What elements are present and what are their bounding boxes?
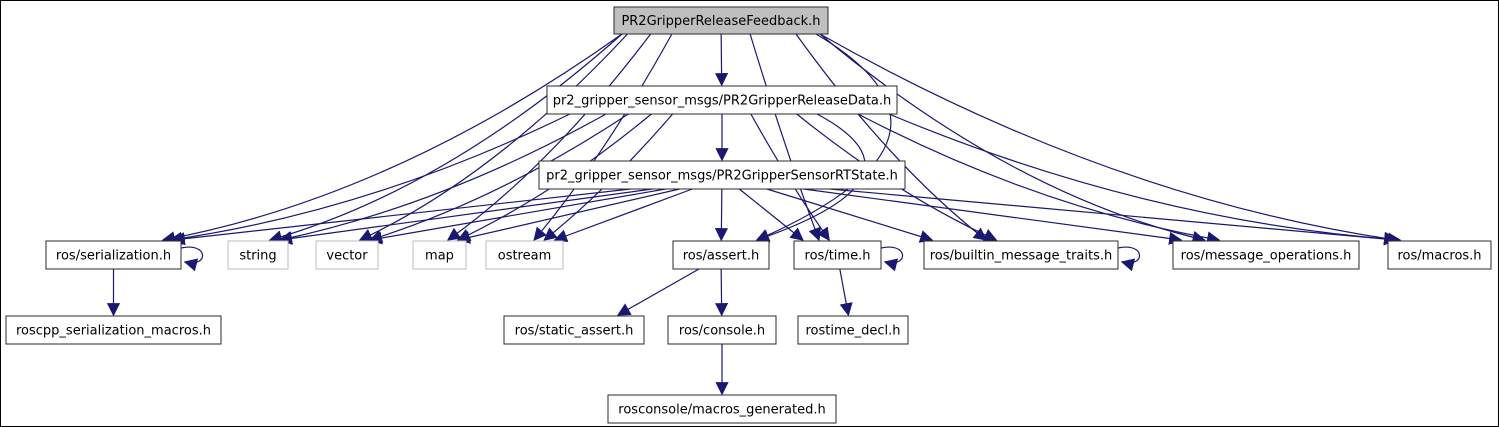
node-label: map [425, 249, 454, 264]
graph-node-vector: vector [315, 240, 379, 270]
node-box[interactable] [607, 394, 837, 424]
node-box[interactable] [667, 315, 777, 345]
node-label: ros/console.h [679, 324, 765, 339]
graph-node-time[interactable]: ros/time.h [793, 240, 882, 270]
node-label: pr2_gripper_sensor_msgs/PR2GripperReleas… [553, 94, 892, 109]
node-label: ros/assert.h [683, 249, 760, 264]
edge-rtstate-vector [368, 188, 666, 245]
edge-assert-staticassert [616, 268, 700, 316]
edge-time-rostimedecl [839, 268, 853, 317]
node-label: PR2GripperReleaseFeedback.h [621, 14, 820, 29]
edge-rtstate-string [278, 188, 653, 245]
edge-assert-console [714, 268, 729, 317]
edge-feedback-macros [819, 33, 1398, 245]
node-label: vector [326, 249, 368, 264]
node-box [412, 240, 467, 270]
graph-node-ostream: ostream [485, 240, 564, 270]
node-box [613, 6, 829, 35]
node-label: string [239, 249, 276, 264]
edge-rtstate-serialization [171, 188, 631, 246]
graph-node-rtstate[interactable]: pr2_gripper_sensor_msgs/PR2GripperSensor… [538, 160, 906, 190]
node-box[interactable] [1172, 240, 1360, 270]
node-label: ostream [498, 249, 552, 264]
edge-rtstate-assert [714, 188, 729, 242]
edge-feedback-builtin [795, 33, 988, 241]
node-label: pr2_gripper_sensor_msgs/PR2GripperSensor… [546, 169, 898, 184]
edge-feedback-time [749, 33, 822, 242]
edge-feedback-assert [755, 33, 892, 242]
node-label: ros/static_assert.h [515, 324, 634, 339]
node-box [227, 240, 289, 270]
graph-node-sermacros[interactable]: roscpp_serialization_macros.h [5, 315, 222, 345]
node-box[interactable] [546, 85, 898, 115]
edge-builtin-builtin-selfloop [1117, 246, 1141, 272]
edge-feedback-ostream [533, 33, 673, 242]
edge-releasedata-string [278, 113, 607, 244]
node-box[interactable] [793, 240, 882, 270]
graph-node-serialization[interactable]: ros/serialization.h [45, 240, 182, 270]
graph-node-releasedata[interactable]: pr2_gripper_sensor_msgs/PR2GripperReleas… [546, 85, 898, 115]
edge-rtstate-macros [829, 188, 1398, 246]
edge-rtstate-time [738, 188, 804, 241]
edge-feedback-map [446, 33, 652, 241]
graph-node-feedback: PR2GripperReleaseFeedback.h [613, 6, 829, 35]
node-label: ros/serialization.h [56, 249, 171, 264]
edge-releasedata-msgops [857, 113, 1221, 245]
edge-releasedata-vector [368, 113, 629, 243]
node-box[interactable] [45, 240, 182, 270]
node-box[interactable] [797, 315, 909, 345]
node-label: ros/builtin_message_traits.h [930, 249, 1113, 264]
edge-time-time-selfloop [880, 246, 904, 272]
edge-rtstate-builtin [766, 188, 934, 243]
graph-node-msgops[interactable]: ros/message_operations.h [1172, 240, 1360, 270]
node-label: ros/macros.h [1397, 249, 1481, 264]
graph-node-string: string [227, 240, 289, 270]
node-box[interactable] [538, 160, 906, 190]
graph-node-assert[interactable]: ros/assert.h [672, 240, 770, 270]
graph-node-console[interactable]: ros/console.h [667, 315, 777, 345]
edge-rtstate-map [456, 188, 680, 244]
node-label: roscpp_serialization_macros.h [16, 324, 211, 339]
edge-releasedata-serialization [168, 113, 571, 245]
edge-feedback-string [268, 33, 623, 244]
edge-rtstate-msgops [803, 188, 1183, 245]
graph-node-rostimedecl[interactable]: rostime_decl.h [797, 315, 909, 345]
node-box[interactable] [5, 315, 222, 345]
node-label: rostime_decl.h [805, 324, 900, 339]
graph-node-staticassert[interactable]: ros/static_assert.h [503, 315, 645, 345]
graph-node-map: map [412, 240, 467, 270]
node-box [485, 240, 564, 270]
graph-node-macros[interactable]: ros/macros.h [1387, 240, 1492, 270]
node-label: ros/message_operations.h [1181, 249, 1352, 264]
edge-serialization-serialization-selfloop [180, 246, 204, 272]
node-box[interactable] [923, 240, 1119, 270]
node-label: rosconsole/macros_generated.h [618, 403, 825, 418]
edge-feedback-serialization [161, 33, 623, 245]
edge-rtstate-ostream [553, 188, 693, 243]
node-box [315, 240, 379, 270]
graph-node-builtin[interactable]: ros/builtin_message_traits.h [923, 240, 1119, 270]
graph-node-macrosgen[interactable]: rosconsole/macros_generated.h [607, 394, 837, 424]
node-box[interactable] [1387, 240, 1492, 270]
node-box[interactable] [672, 240, 770, 270]
edge-feedback-vector [358, 33, 628, 241]
edge-feedback-releasedata [714, 33, 729, 87]
node-label: ros/time.h [805, 249, 871, 264]
node-box[interactable] [503, 315, 645, 345]
edge-releasedata-macros [888, 113, 1402, 246]
